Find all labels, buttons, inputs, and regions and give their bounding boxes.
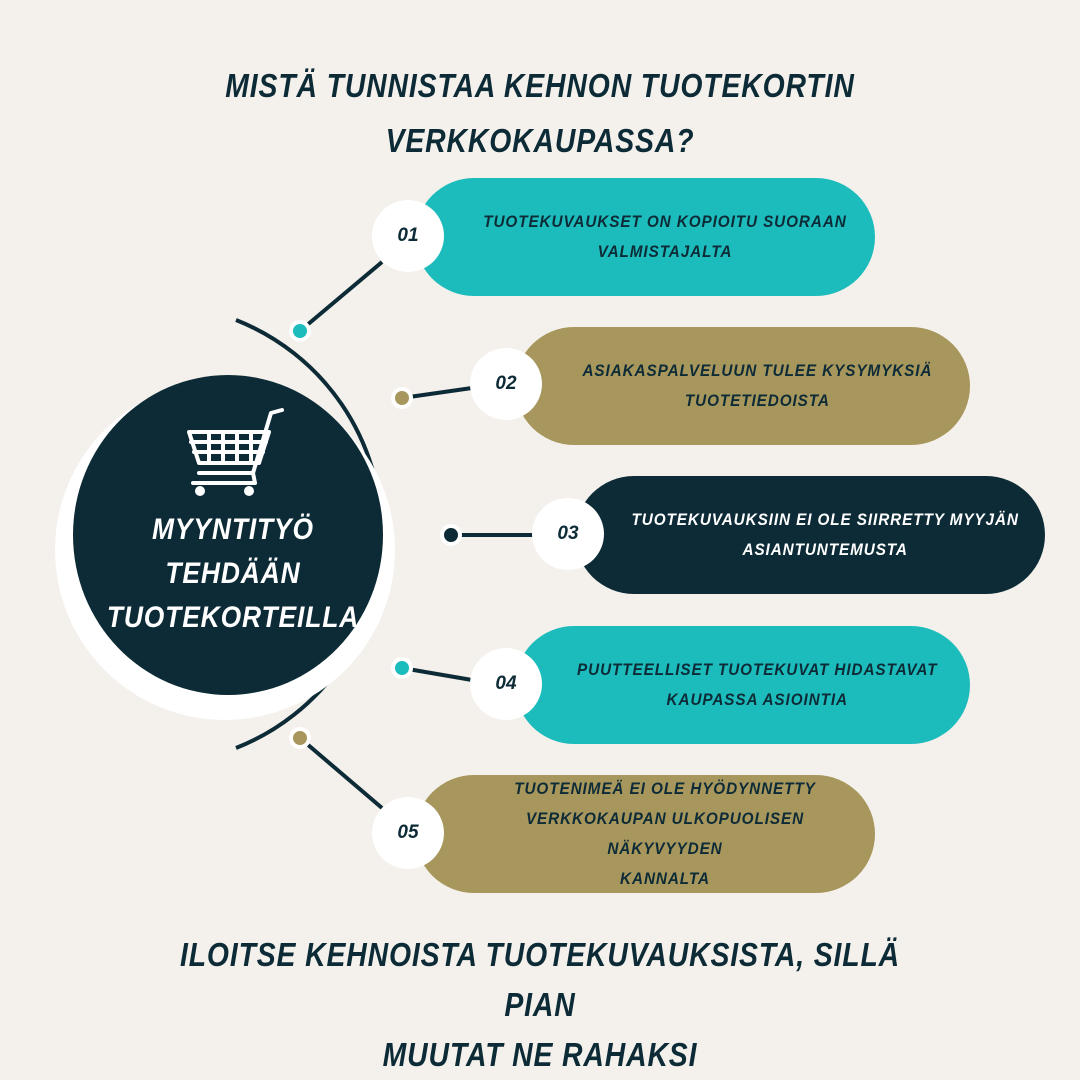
connector-5 — [298, 736, 384, 810]
connector-1 — [298, 260, 384, 333]
arc-dot-3 — [440, 524, 462, 546]
arc-dot-2 — [391, 387, 413, 409]
hub-circle — [73, 375, 383, 695]
hub-label: MYYNTITYÖ TEHDÄÄN TUOTEKORTEILLA — [106, 513, 360, 634]
title-line-1: MISTÄ TUNNISTAA KEHNON TUOTEKORTIN — [225, 67, 855, 104]
item-03-number: 03 — [532, 498, 604, 570]
title-line-2: VERKKOKAUPASSA? — [385, 122, 695, 159]
item-02-number: 02 — [470, 348, 542, 420]
page-title: MISTÄ TUNNISTAA KEHNON TUOTEKORTIN VERKK… — [196, 58, 884, 168]
connector-2 — [401, 386, 473, 400]
connector-4 — [401, 666, 473, 682]
item-05-number: 05 — [372, 797, 444, 869]
shopping-cart-icon — [187, 408, 284, 496]
item-04-number: 04 — [470, 648, 542, 720]
footer-line-2: MUUTAT NE RAHAKSI — [382, 1036, 698, 1073]
arc-dot-4 — [391, 657, 413, 679]
item-01-number: 01 — [372, 200, 444, 272]
footer-line-1: ILOITSE KEHNOISTA TUOTEKUVAUKSISTA, SILL… — [179, 936, 901, 1023]
footer-tagline: ILOITSE KEHNOISTA TUOTEKUVAUKSISTA, SILL… — [162, 930, 919, 1080]
arc-dot-5 — [289, 727, 311, 749]
arc-dot-1 — [289, 320, 311, 342]
